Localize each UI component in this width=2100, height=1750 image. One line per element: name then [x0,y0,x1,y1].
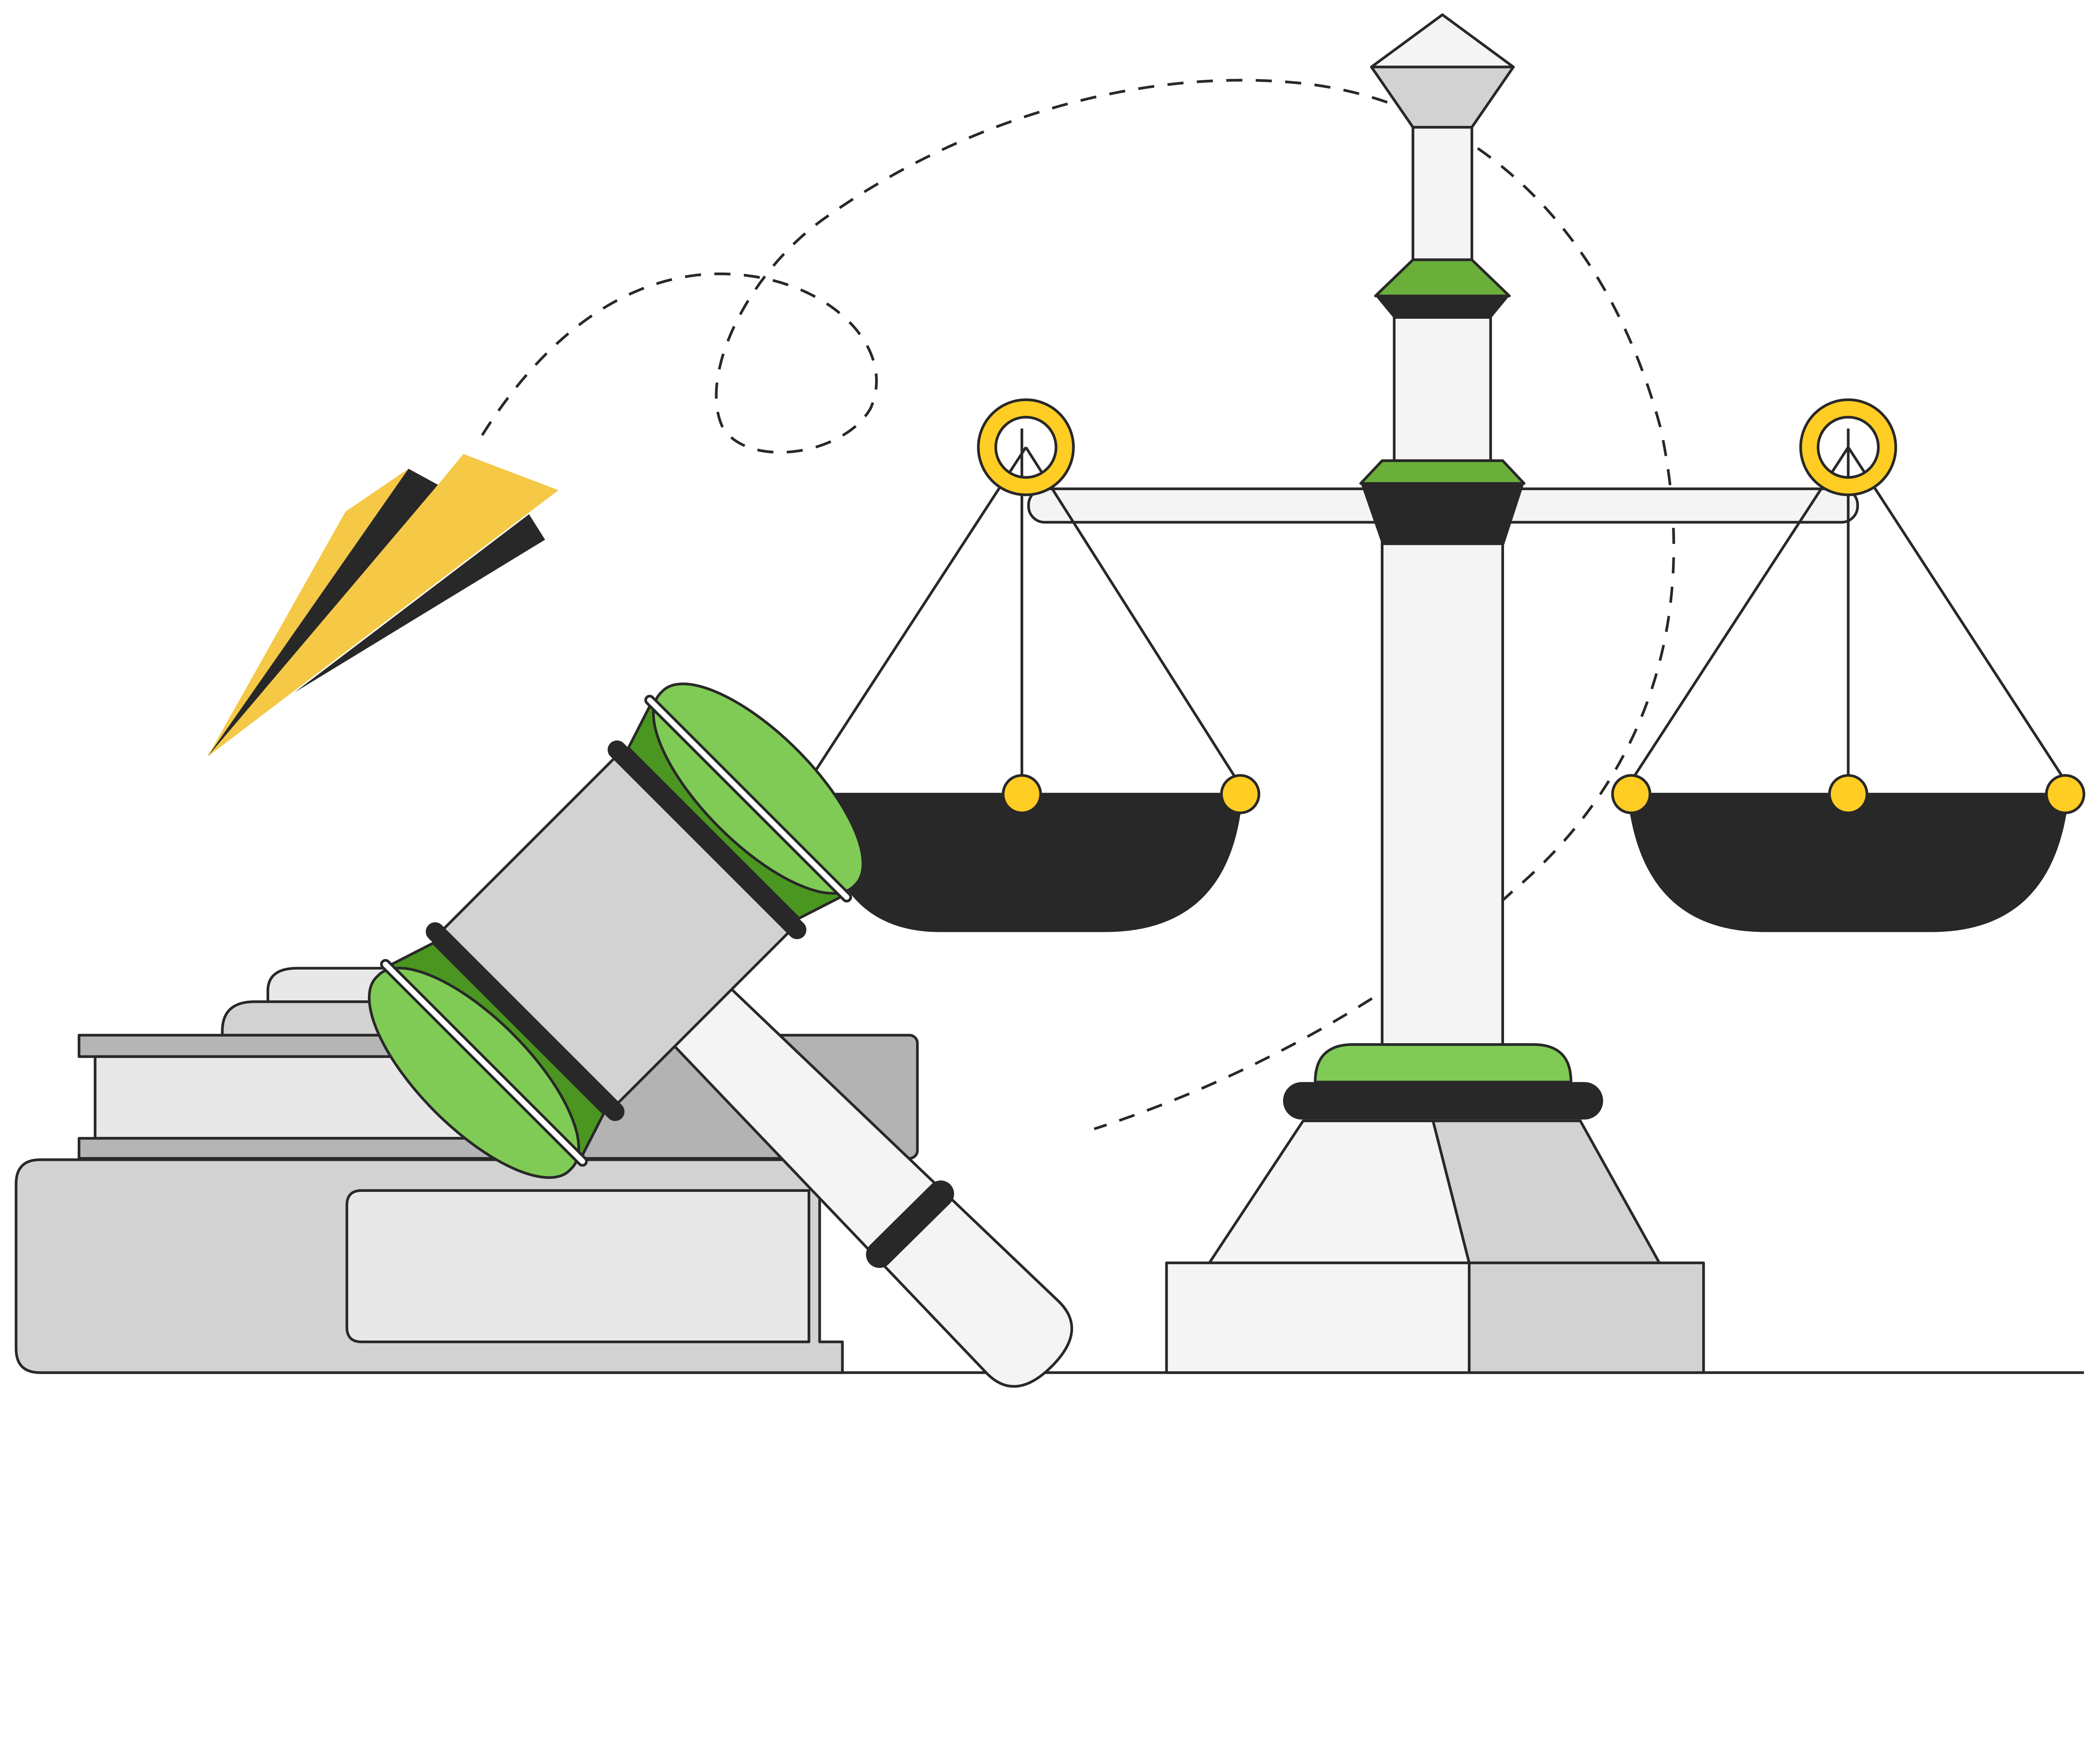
gavel-handle [671,986,1074,1388]
gavel-handle-band [866,1180,954,1268]
gavel-face-right [652,682,864,895]
base-dark-bar [1283,1082,1603,1120]
paper-plane-icon [207,454,559,757]
right-scale-pan [1611,398,2085,932]
justice-illustration [15,13,2085,1388]
dashed-flight-path [481,79,1675,1131]
gavel-icon [368,682,1074,1388]
scale-base [1165,1043,1705,1374]
gavel-face-left [368,966,580,1179]
left-scale-pan [810,398,1260,932]
beam-hub [1359,459,1526,545]
scale-column [1370,13,1515,1046]
